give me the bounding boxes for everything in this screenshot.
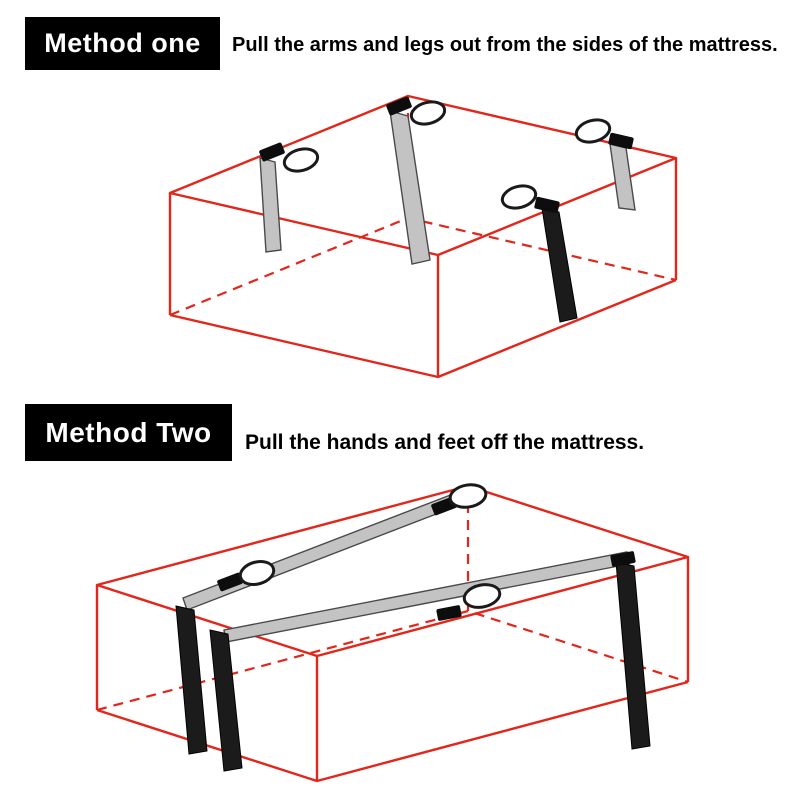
strap-clip	[608, 132, 634, 150]
strap-band	[209, 629, 243, 772]
method-one-diagram	[168, 94, 678, 379]
strap-clip	[217, 572, 243, 592]
bottom-front-edges	[96, 680, 689, 783]
strap-band	[615, 561, 651, 750]
cuff-ring	[238, 559, 276, 587]
cuff-ring	[282, 147, 320, 173]
bottom-front-edges	[169, 278, 677, 379]
method-two-diagram	[95, 483, 690, 783]
method-two-label: Method Two	[25, 404, 232, 461]
method-two-description: Pull the hands and feet off the mattress…	[245, 431, 645, 454]
straps-method-two	[175, 483, 651, 772]
cuff-ring	[574, 118, 612, 144]
method-one-label: Method one	[25, 17, 220, 70]
cuff-ring	[448, 483, 488, 509]
strap-clip	[610, 551, 636, 567]
strap-clip	[534, 196, 560, 214]
strap-clip	[386, 96, 412, 116]
vertical-edges	[168, 158, 678, 377]
strap-band	[175, 605, 208, 755]
vertical-edges	[95, 557, 690, 781]
strap-clip	[436, 605, 462, 621]
method-one-label-text: Method one	[44, 28, 201, 58]
cuff-ring	[462, 583, 502, 609]
method-one-description: Pull the arms and legs out from the side…	[232, 34, 778, 56]
method-two-label-text: Method Two	[45, 416, 212, 448]
strap-band	[259, 157, 282, 253]
cuff-ring	[500, 184, 538, 210]
strap-band	[541, 207, 578, 323]
strap-clip	[259, 142, 285, 162]
cuff-ring	[409, 100, 447, 126]
straps-method-one	[259, 96, 636, 323]
strap-band	[389, 110, 431, 265]
